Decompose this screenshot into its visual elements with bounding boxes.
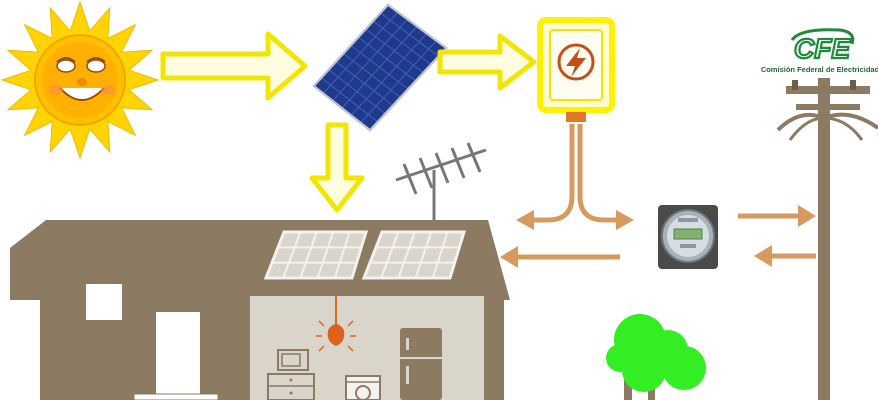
house-door [156,312,200,400]
cfe-logo-text: CFE [794,33,851,64]
arrow-meter-to-pole [738,205,816,227]
cfe-logo: CFE Comisión Federal de Electricidad [761,28,878,74]
arrow-pole-to-meter [754,245,816,267]
house-wall-left [40,290,250,400]
microwave-icon [267,349,315,400]
meter-icon [658,205,718,269]
bulb-icon [316,296,356,352]
arrow-head-left [516,210,534,230]
inverter-box [537,17,615,122]
roof-solar-panel-2 [361,230,467,280]
antenna-icon [395,142,487,222]
roof-solar-panel-1 [263,230,369,280]
sun-icon [0,0,160,160]
arrow-sun-to-panel [160,31,308,101]
arrow-head-right [616,210,634,230]
solar-panel-icon [312,3,448,132]
fridge-icon [400,328,442,400]
arrow-panel-to-inverter [437,33,537,91]
arrow-meter-to-house [500,246,620,268]
washer-icon [345,375,381,400]
power-pole-icon [776,78,878,400]
inverter-bolt-icon [557,43,595,81]
arrow-panel-to-house [309,122,365,213]
inverter-split-arrows [530,124,620,223]
tree-icon [606,314,706,400]
house [10,220,510,400]
house-window [86,284,122,320]
cfe-subtitle: Comisión Federal de Electricidad [761,65,878,74]
